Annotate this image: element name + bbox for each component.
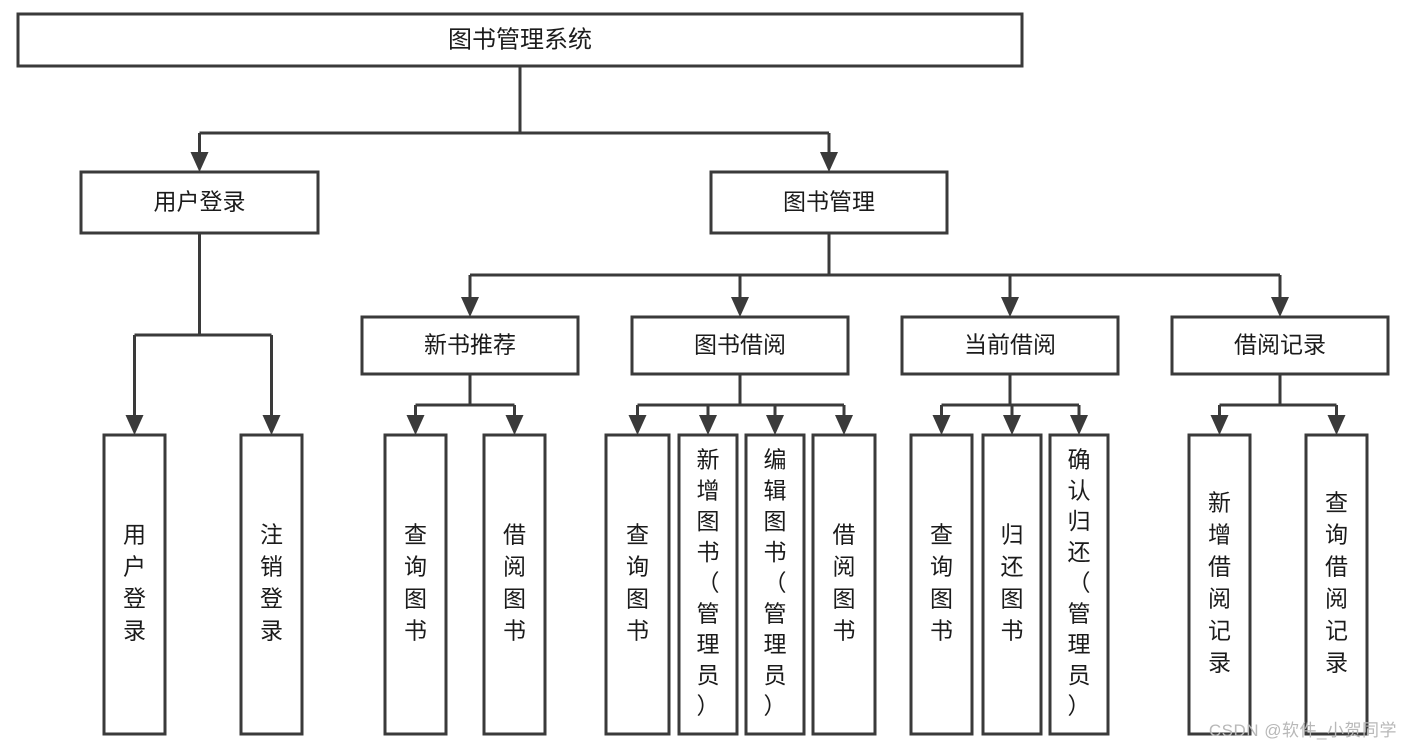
leaf-node-label: 查询图书: [930, 522, 953, 644]
leaf-node[interactable]: 新增借阅记录: [1187, 433, 1252, 736]
leaf-node-label: 查询图书: [626, 522, 649, 644]
level3-node[interactable]: 借阅记录: [1170, 315, 1390, 376]
node-layer: 图书管理系统用户登录图书管理新书推荐图书借阅当前借阅借阅记录用户登录注销登录查询…: [16, 12, 1390, 736]
leaf-node-label: 编辑图书（管理员）: [764, 446, 787, 718]
leaf-node-box[interactable]: [604, 433, 671, 736]
arrowhead-icon: [125, 415, 144, 435]
level2-node-box[interactable]: [709, 170, 949, 235]
leaf-node[interactable]: 用户登录: [102, 433, 167, 736]
arrowhead-icon: [461, 297, 479, 317]
level2-node-label: 图书管理: [783, 189, 875, 215]
leaf-node[interactable]: 查询图书: [604, 433, 671, 736]
leaf-node-label: 借阅图书: [503, 522, 526, 644]
leaf-node-label: 归还图书: [1001, 522, 1024, 644]
arrowhead-icon: [731, 297, 749, 317]
root-node[interactable]: 图书管理系统: [16, 12, 1024, 68]
leaf-node-label: 查询借阅记录: [1325, 490, 1348, 676]
leaf-node[interactable]: 查询图书: [909, 433, 974, 736]
level3-node-label: 借阅记录: [1234, 332, 1326, 358]
arrowhead-icon: [1271, 297, 1289, 317]
level2-node[interactable]: 用户登录: [79, 170, 320, 235]
arrowhead-icon: [1003, 415, 1021, 435]
arrowhead-icon: [820, 152, 838, 172]
leaf-node[interactable]: 借阅图书: [811, 433, 877, 736]
leaf-node-box[interactable]: [482, 433, 547, 736]
arrowhead-icon: [699, 415, 717, 435]
level3-node[interactable]: 图书借阅: [630, 315, 850, 376]
arrowhead-icon: [406, 415, 425, 435]
leaf-node-box[interactable]: [744, 433, 806, 736]
level3-node[interactable]: 新书推荐: [360, 315, 580, 376]
level2-node-label: 用户登录: [154, 189, 246, 215]
arrowhead-icon: [190, 152, 209, 172]
connector-layer: [125, 66, 1346, 435]
arrowhead-icon: [1001, 297, 1019, 317]
leaf-node[interactable]: 借阅图书: [482, 433, 547, 736]
leaf-node-label: 借阅图书: [833, 522, 856, 644]
leaf-node-label: 确认归还（管理员）: [1068, 446, 1091, 718]
arrowhead-icon: [1210, 415, 1229, 435]
arrowhead-icon: [262, 415, 281, 435]
level3-node-label: 当前借阅: [964, 332, 1056, 358]
level3-node-box[interactable]: [630, 315, 850, 376]
leaf-node-box[interactable]: [1304, 433, 1369, 736]
root-node-label: 图书管理系统: [448, 26, 592, 53]
level3-node-label: 新书推荐: [424, 332, 516, 358]
leaf-node[interactable]: 归还图书: [981, 433, 1043, 736]
leaf-node-box[interactable]: [1048, 433, 1110, 736]
leaf-node-label: 查询图书: [404, 522, 427, 644]
level3-node-box[interactable]: [360, 315, 580, 376]
leaf-node-label: 新增借阅记录: [1208, 490, 1231, 676]
level3-node-box[interactable]: [1170, 315, 1390, 376]
arrowhead-icon: [505, 415, 524, 435]
leaf-node-box[interactable]: [677, 433, 739, 736]
leaf-node-box[interactable]: [981, 433, 1043, 736]
leaf-node[interactable]: 注销登录: [239, 433, 304, 736]
leaf-node-box[interactable]: [811, 433, 877, 736]
level3-node-box[interactable]: [900, 315, 1120, 376]
leaf-node[interactable]: 查询借阅记录: [1304, 433, 1369, 736]
arrowhead-icon: [1070, 415, 1088, 435]
arrowhead-icon: [1327, 415, 1346, 435]
leaf-node[interactable]: 确认归还（管理员）: [1048, 433, 1110, 736]
arrowhead-icon: [835, 415, 853, 435]
root-node-box[interactable]: [16, 12, 1024, 68]
leaf-node-box[interactable]: [1187, 433, 1252, 736]
arrowhead-icon: [766, 415, 784, 435]
arrowhead-icon: [628, 415, 647, 435]
leaf-node-box[interactable]: [239, 433, 304, 736]
leaf-node-label: 新增图书（管理员）: [697, 446, 720, 718]
arrowhead-icon: [932, 415, 951, 435]
leaf-node-box[interactable]: [102, 433, 167, 736]
leaf-node[interactable]: 编辑图书（管理员）: [744, 433, 806, 736]
leaf-node[interactable]: 新增图书（管理员）: [677, 433, 739, 736]
level2-node-box[interactable]: [79, 170, 320, 235]
leaf-node-label: 用户登录: [123, 522, 146, 644]
leaf-node-box[interactable]: [383, 433, 448, 736]
level3-node[interactable]: 当前借阅: [900, 315, 1120, 376]
leaf-node[interactable]: 查询图书: [383, 433, 448, 736]
leaf-node-label: 注销登录: [260, 522, 283, 644]
leaf-node-box[interactable]: [909, 433, 974, 736]
level2-node[interactable]: 图书管理: [709, 170, 949, 235]
level3-node-label: 图书借阅: [694, 332, 786, 358]
